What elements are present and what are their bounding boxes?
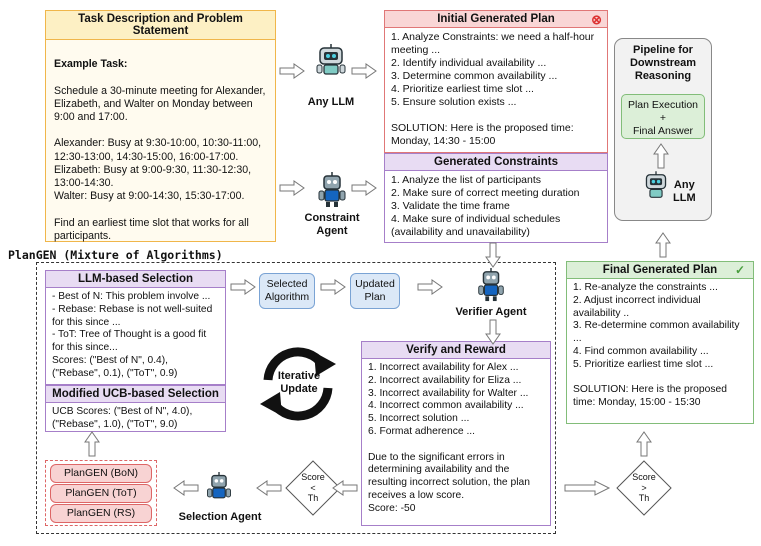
final-plan-title: Final Generated Plan [602, 264, 718, 276]
verify-panel: Verify and Reward 1. Incorrect availabil… [361, 341, 551, 526]
constraint-agent-robot-icon [318, 172, 346, 208]
ucb-panel: Modified UCB-based Selection UCB Scores:… [45, 385, 226, 432]
score-lt-diamond [285, 460, 341, 516]
constraint-agent-label: Constraint Agent [304, 212, 360, 237]
final-plan-header: Final Generated Plan ✓ [567, 262, 753, 279]
selection-agent-label: Selection Agent [178, 511, 262, 523]
llm-selection-header: LLM-based Selection [46, 271, 225, 288]
plan-execution-box: Plan Execution + Final Answer [621, 94, 705, 139]
score-lt-label: Score < Th [301, 472, 325, 503]
initial-plan-title: Initial Generated Plan [437, 13, 555, 25]
pipeline-llm-label: Any LLM [673, 179, 696, 204]
final-plan-panel: Final Generated Plan ✓ 1. Re-analyze the… [566, 261, 754, 424]
initial-plan-body: 1. Analyze Constraints: we need a half-h… [391, 31, 595, 147]
llm-selection-body: - Best of N: This problem involve ... - … [52, 291, 213, 379]
check-icon: ✓ [734, 263, 745, 277]
initial-plan-panel: Initial Generated Plan ⊗ 1. Analyze Cons… [384, 10, 608, 153]
score-gt-diamond [616, 460, 672, 516]
any-llm-robot-icon [316, 44, 346, 78]
iterative-update-cycle-icon [260, 347, 336, 421]
verify-body: 1. Incorrect availability for Alex ... 2… [368, 362, 530, 514]
task-panel: Task Description and Problem Statement E… [45, 10, 276, 242]
llm-selection-panel: LLM-based Selection - Best of N: This pr… [45, 270, 226, 385]
verify-header: Verify and Reward [362, 342, 550, 359]
initial-plan-header: Initial Generated Plan ⊗ [385, 11, 607, 28]
task-body: Schedule a 30-minute meeting for Alexand… [54, 84, 266, 242]
plangen-rs-button[interactable]: PlanGEN (RS) [50, 504, 152, 523]
plangen-title: PlanGEN (Mixture of Algorithms) [8, 248, 223, 262]
task-header: Task Description and Problem Statement [46, 11, 275, 40]
selection-agent-robot-icon [206, 472, 232, 504]
score-gt-label: Score > Th [632, 472, 656, 503]
verifier-agent-robot-icon [477, 268, 505, 302]
pipeline-llm-robot-icon [643, 171, 669, 201]
ucb-body: UCB Scores: ("Best of N", 4.0), ("Rebase… [52, 406, 193, 430]
verifier-agent-label: Verifier Agent [455, 306, 527, 318]
pipeline-title: Pipeline for Downstream Reasoning [629, 44, 697, 82]
selected-algorithm-box: Selected Algorithm [259, 273, 315, 309]
selected-algorithm-label: Selected Algorithm [264, 278, 310, 303]
error-x-icon: ⊗ [591, 12, 602, 27]
task-title: Example Task: [54, 58, 128, 71]
constraints-panel: Generated Constraints 1. Analyze the lis… [384, 153, 608, 243]
plangen-bon-button[interactable]: PlanGEN (BoN) [50, 464, 152, 483]
any-llm-label: Any LLM [307, 96, 355, 108]
constraints-header: Generated Constraints [385, 154, 607, 171]
final-plan-body: 1. Re-analyze the constraints ... 2. Adj… [573, 282, 740, 409]
iterative-update-label: Iterative Update [277, 370, 321, 395]
pipeline-panel: Pipeline for Downstream Reasoning Plan E… [614, 38, 712, 221]
ucb-header: Modified UCB-based Selection [46, 386, 225, 403]
updated-plan-label: Updated Plan [355, 278, 395, 303]
plangen-tot-button[interactable]: PlanGEN (ToT) [50, 484, 152, 503]
plangen-region [36, 262, 556, 534]
constraints-body: 1. Analyze the list of participants 2. M… [391, 174, 580, 238]
updated-plan-box: Updated Plan [350, 273, 400, 309]
